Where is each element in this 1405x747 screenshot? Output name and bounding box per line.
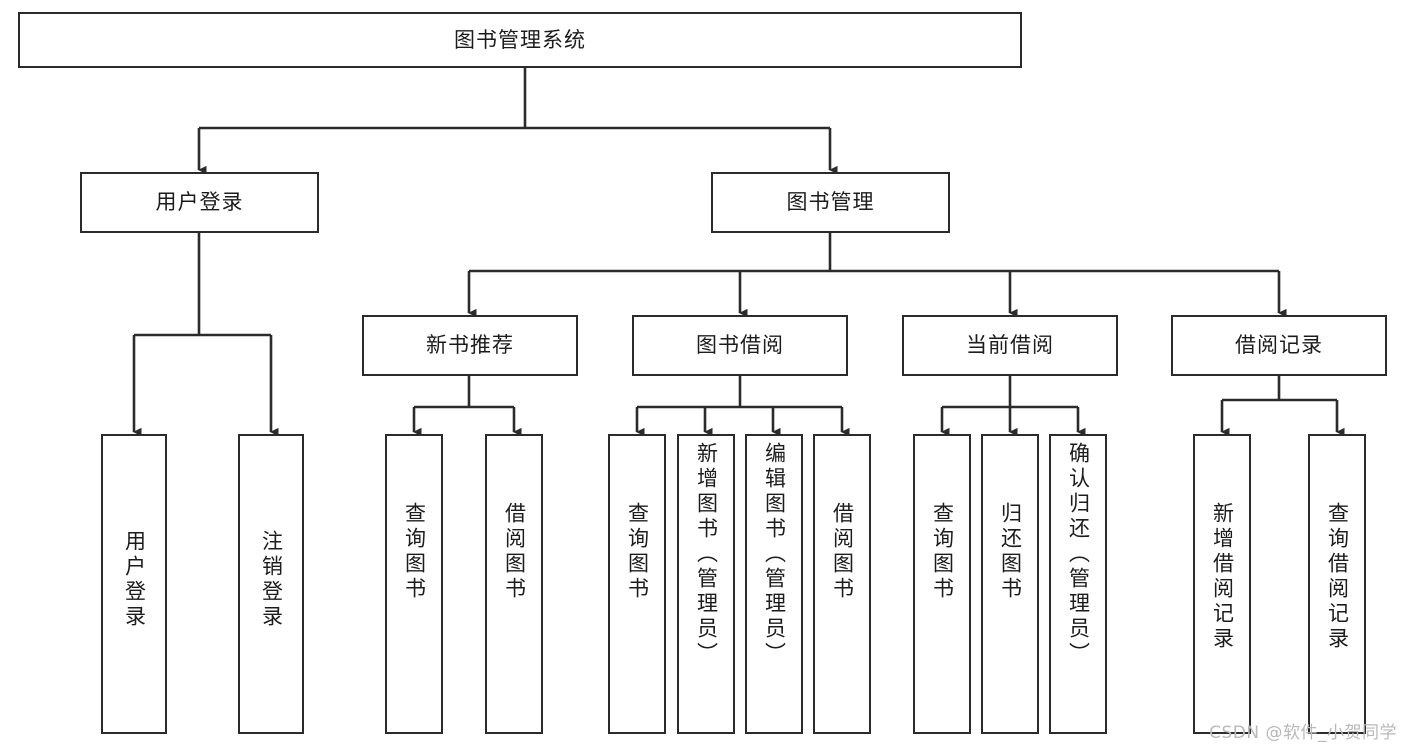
node-leaf-query-book-borrow-label: 查询图书 [625,502,650,602]
node-leaf-logout-label: 注销登录 [259,530,284,630]
node-leaf-user-login-label: 用户登录 [122,530,147,630]
node-leaf-borrow-book[interactable]: 借阅图书 [813,434,871,734]
node-book-borrow-label: 图书借阅 [696,333,784,357]
node-leaf-add-borrow-record-label: 新增借阅记录 [1210,502,1235,652]
node-leaf-edit-book[interactable]: 编辑图书（管理员） [745,434,803,734]
node-leaf-add-borrow-record[interactable]: 新增借阅记录 [1193,434,1251,734]
node-leaf-query-borrow-record[interactable]: 查询借阅记录 [1308,434,1366,734]
node-leaf-borrow-book-rec-label: 借阅图书 [502,502,527,602]
node-new-book-recommend[interactable]: 新书推荐 [362,315,578,376]
node-leaf-borrow-book-label: 借阅图书 [830,502,855,602]
node-new-book-recommend-label: 新书推荐 [426,333,514,357]
node-leaf-edit-book-label: 编辑图书（管理员） [762,442,787,667]
node-leaf-query-borrow-record-label: 查询借阅记录 [1325,502,1350,652]
node-leaf-return-book-label: 归还图书 [998,502,1023,602]
node-leaf-query-book-current-label: 查询图书 [930,502,955,602]
node-leaf-add-book[interactable]: 新增图书（管理员） [677,434,735,734]
node-leaf-user-login[interactable]: 用户登录 [101,434,167,734]
node-current-borrow[interactable]: 当前借阅 [902,315,1118,376]
node-borrow-record-label: 借阅记录 [1235,333,1323,357]
node-user-login-label: 用户登录 [155,190,244,214]
node-leaf-query-book-rec-label: 查询图书 [402,502,427,602]
node-leaf-query-book-rec[interactable]: 查询图书 [385,434,443,734]
node-leaf-borrow-book-rec[interactable]: 借阅图书 [485,434,543,734]
node-leaf-return-book[interactable]: 归还图书 [981,434,1039,734]
node-root[interactable]: 图书管理系统 [18,12,1022,68]
node-leaf-query-book-borrow[interactable]: 查询图书 [608,434,666,734]
node-user-login[interactable]: 用户登录 [80,172,319,233]
node-root-label: 图书管理系统 [454,27,586,52]
node-book-manage[interactable]: 图书管理 [711,172,950,233]
node-book-manage-label: 图书管理 [786,190,875,214]
watermark-text: CSDN @软件_小贺同学 [1209,723,1397,743]
node-current-borrow-label: 当前借阅 [966,333,1054,357]
node-leaf-confirm-return[interactable]: 确认归还（管理员） [1049,434,1107,734]
node-leaf-query-book-current[interactable]: 查询图书 [913,434,971,734]
node-borrow-record[interactable]: 借阅记录 [1171,315,1387,376]
node-leaf-confirm-return-label: 确认归还（管理员） [1066,442,1091,667]
node-leaf-add-book-label: 新增图书（管理员） [694,442,719,667]
node-leaf-logout[interactable]: 注销登录 [238,434,304,734]
node-book-borrow[interactable]: 图书借阅 [632,315,848,376]
